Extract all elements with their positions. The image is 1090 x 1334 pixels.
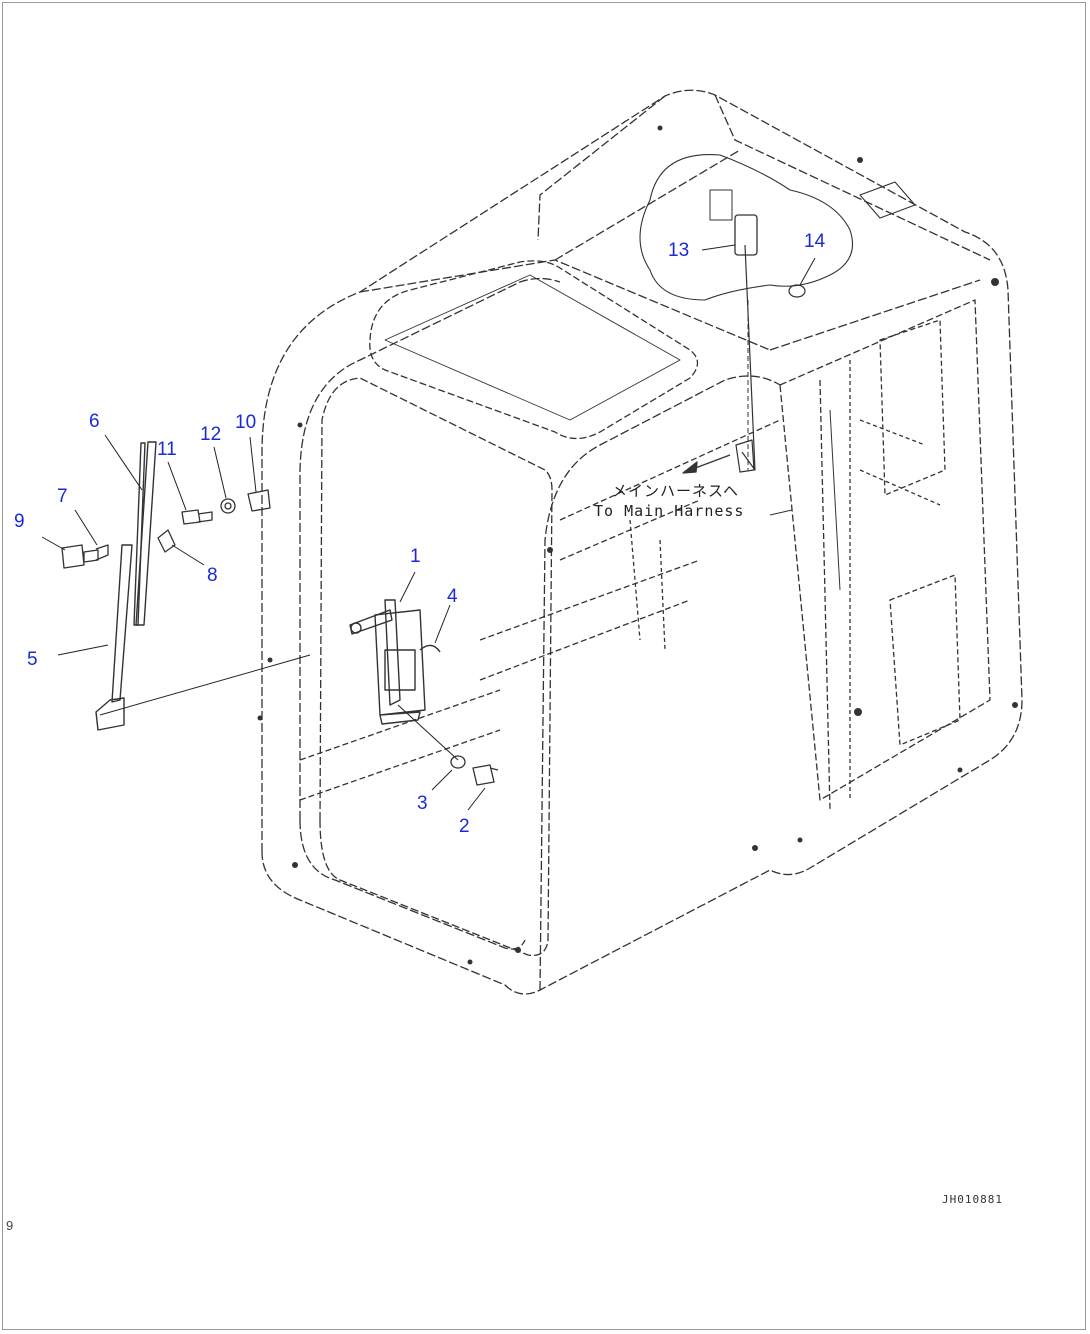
roof-window: [369, 260, 699, 440]
cab-frame-outline: [261, 89, 1023, 995]
callout-12: 12: [200, 424, 222, 445]
harness-label-jp: メインハーネスヘ: [612, 482, 739, 500]
drawing-id: JH010881: [942, 1193, 1003, 1206]
harness-label-en: To Main Harness: [594, 502, 745, 520]
callout-13: 13: [668, 240, 690, 261]
leader-lines: [41, 244, 816, 811]
callout-9: 9: [14, 511, 25, 532]
wiper-arm: [95, 544, 133, 731]
callout-4: 4: [447, 586, 458, 607]
callout-5: 5: [27, 649, 38, 670]
edge-mark: 9: [6, 1218, 14, 1233]
callout-2: 2: [459, 816, 470, 837]
callout-11: 11: [157, 439, 177, 460]
callout-6: 6: [89, 411, 100, 432]
relay-unit: [734, 214, 758, 256]
callout-10: 10: [235, 412, 257, 433]
wiper-blade: [133, 441, 157, 626]
grommet: [788, 284, 806, 298]
front-opening: [319, 377, 553, 957]
callout-1: 1: [410, 546, 421, 567]
small-hardware: [61, 489, 499, 786]
ceiling-panel: [639, 153, 854, 301]
wiper-motor: [349, 599, 441, 725]
callout-8: 8: [207, 565, 218, 586]
callout-7: 7: [57, 486, 68, 507]
callout-14: 14: [804, 231, 826, 252]
callout-3: 3: [417, 793, 428, 814]
rear-panel: [779, 299, 991, 801]
